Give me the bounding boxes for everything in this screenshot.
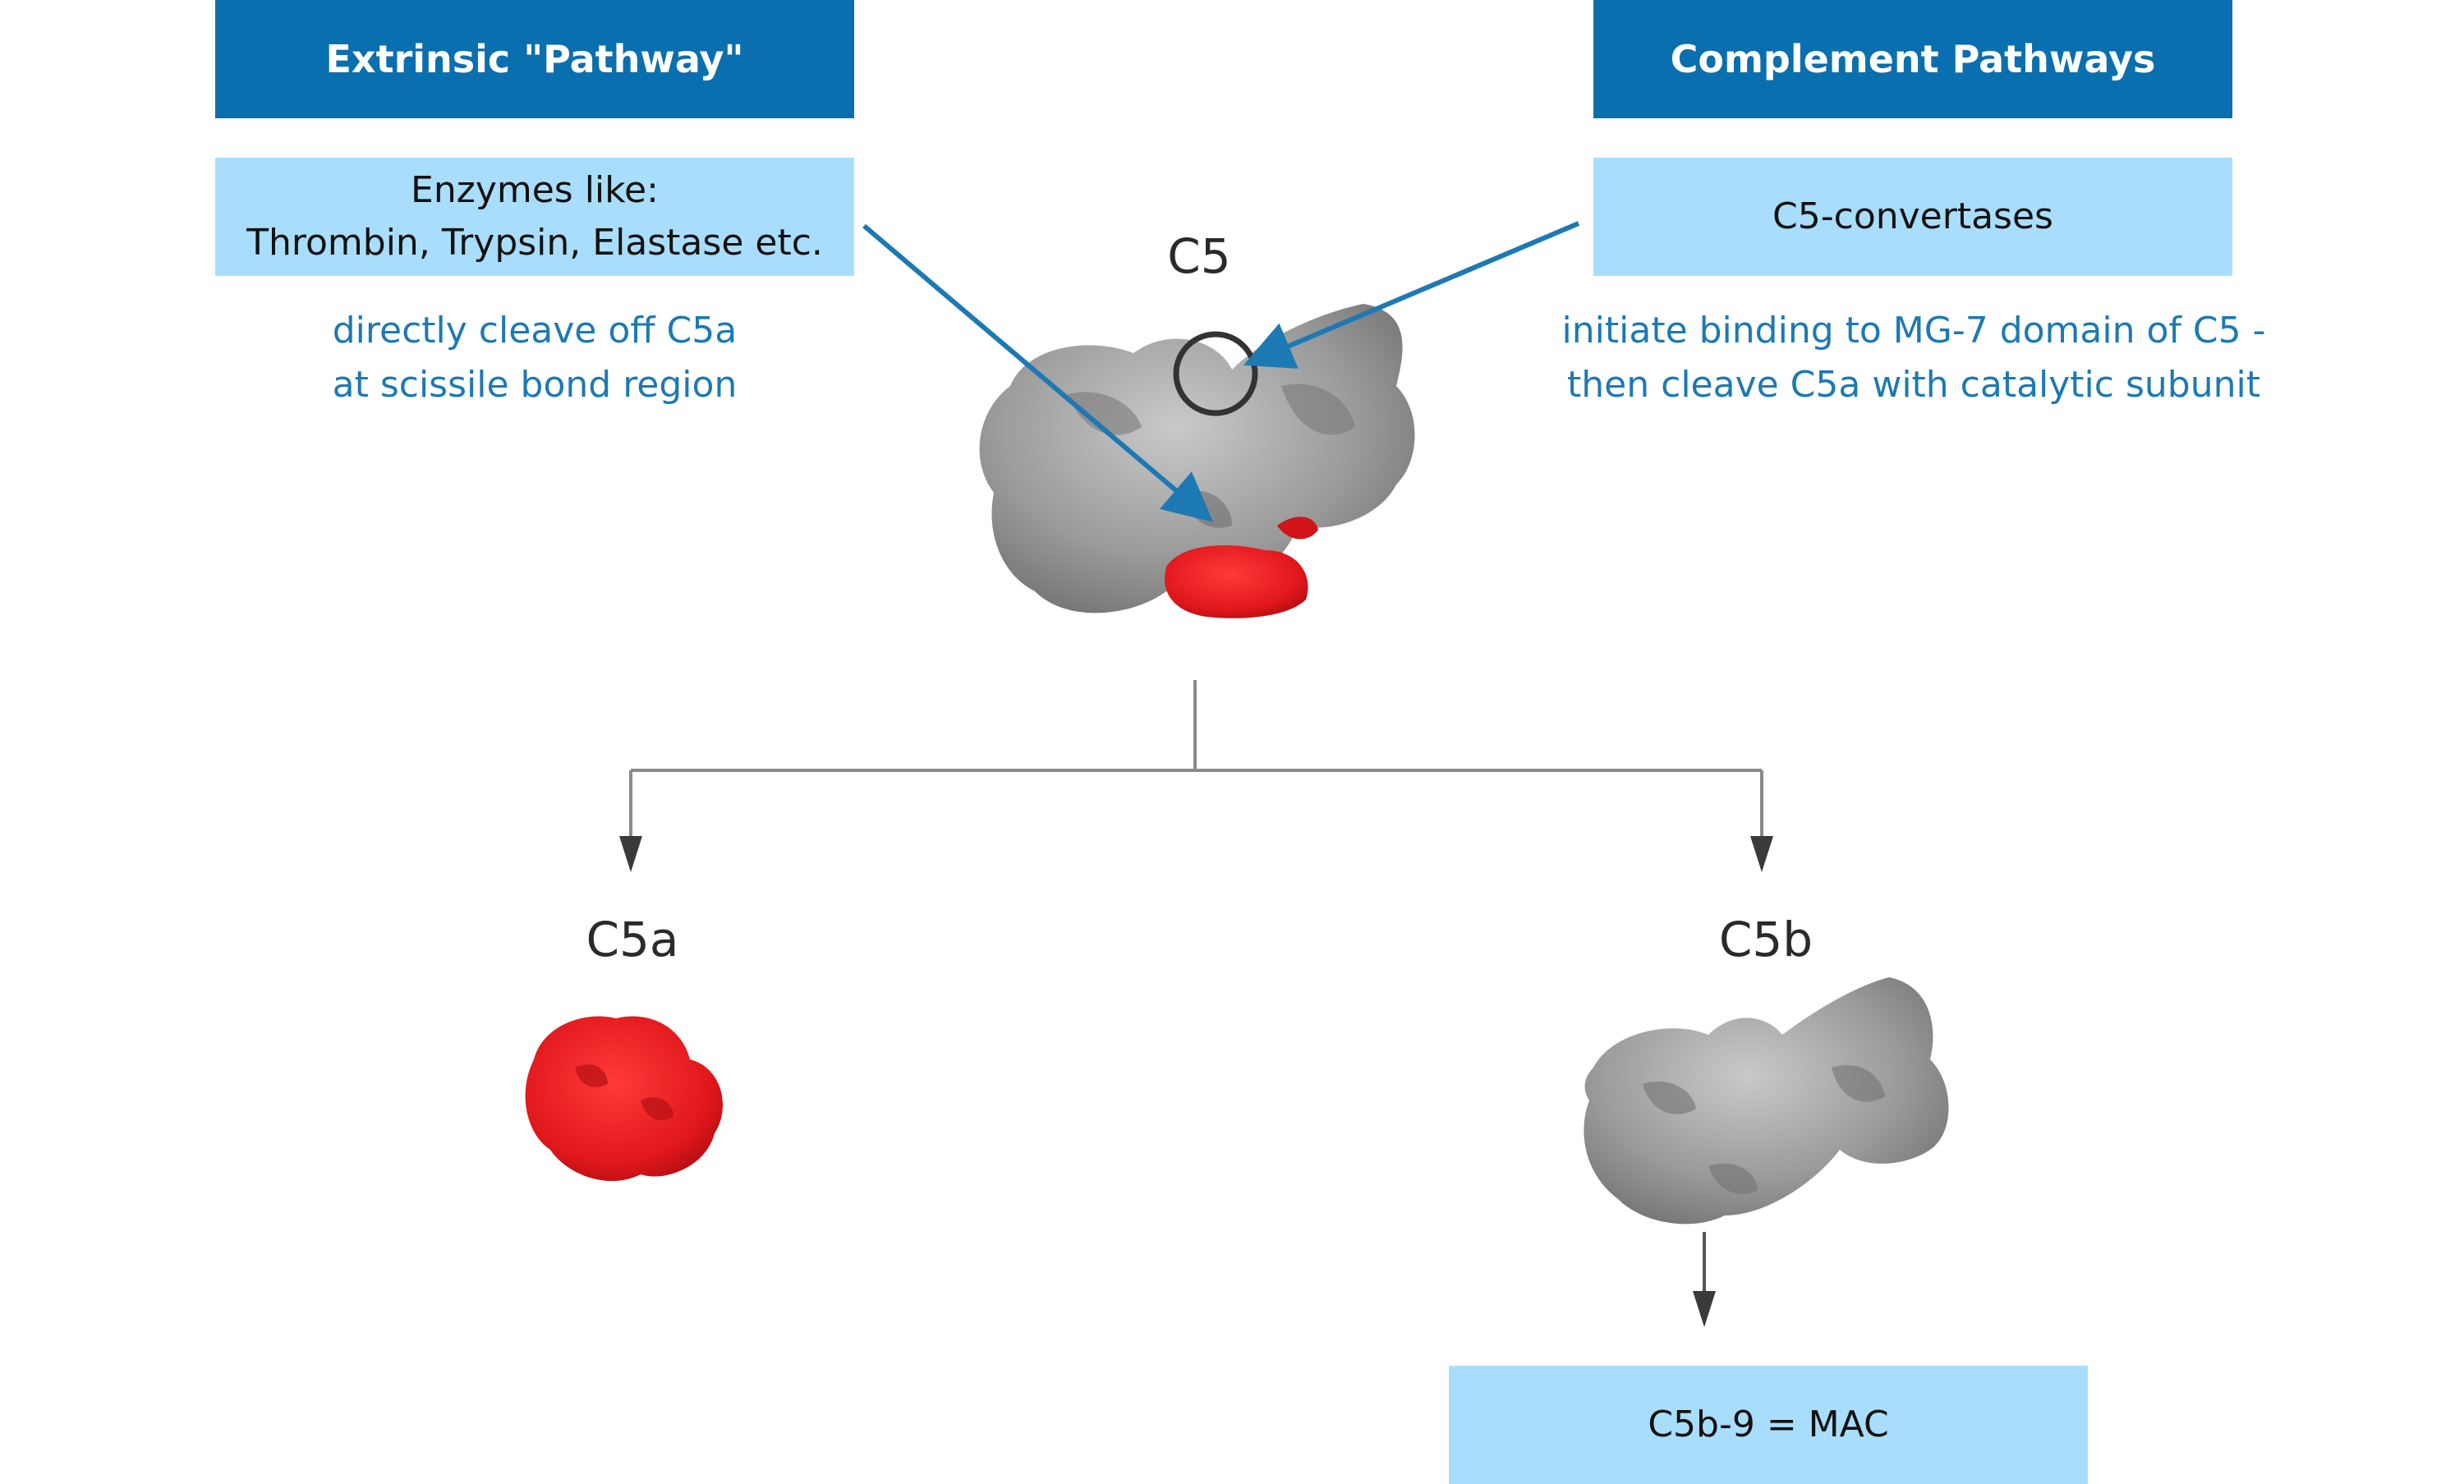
extrinsic-note-line-2: at scissile bond region (332, 364, 738, 406)
complement-note-line-1: initiate binding to MG-7 domain of C5 - (1561, 310, 2266, 351)
c5-convertases-box: C5-convertases (1593, 158, 2232, 276)
c5a-label: C5a (586, 912, 679, 967)
c5b-protein-image (1584, 977, 1949, 1224)
c5b-arrowhead (1750, 836, 1773, 872)
c5-label: C5 (1167, 228, 1231, 284)
extrinsic-note-line-1: directly cleave off C5a (332, 310, 738, 351)
convertase-arrow (1243, 221, 1580, 369)
mac-arrowhead (1693, 1291, 1716, 1327)
c5a-protein-image (525, 1016, 723, 1182)
complement-pathways-header: Complement Pathways (1593, 0, 2232, 118)
extrinsic-note: directly cleave off C5a at scissile bond… (215, 304, 854, 412)
complement-note: initiate binding to MG-7 domain of C5 - … (1528, 304, 2300, 412)
c5-protein-image (979, 304, 1415, 618)
extrinsic-arrow (862, 223, 1214, 522)
complement-note-line-2: then cleave C5a with catalytic subunit (1567, 364, 2260, 406)
c5a-arrowhead (619, 836, 642, 872)
c5b-label: C5b (1718, 912, 1814, 967)
enzymes-box: Enzymes like: Thrombin, Trypsin, Elastas… (215, 158, 854, 276)
enzymes-line-2: Thrombin, Trypsin, Elastase etc. (246, 222, 823, 264)
enzymes-line-1: Enzymes like: (411, 169, 659, 212)
extrinsic-pathway-header: Extrinsic "Pathway" (215, 0, 854, 118)
split-connector (629, 680, 1763, 846)
mac-box: C5b-9 = MAC (1449, 1366, 2088, 1484)
mg7-binding-site-circle (1173, 331, 1258, 416)
